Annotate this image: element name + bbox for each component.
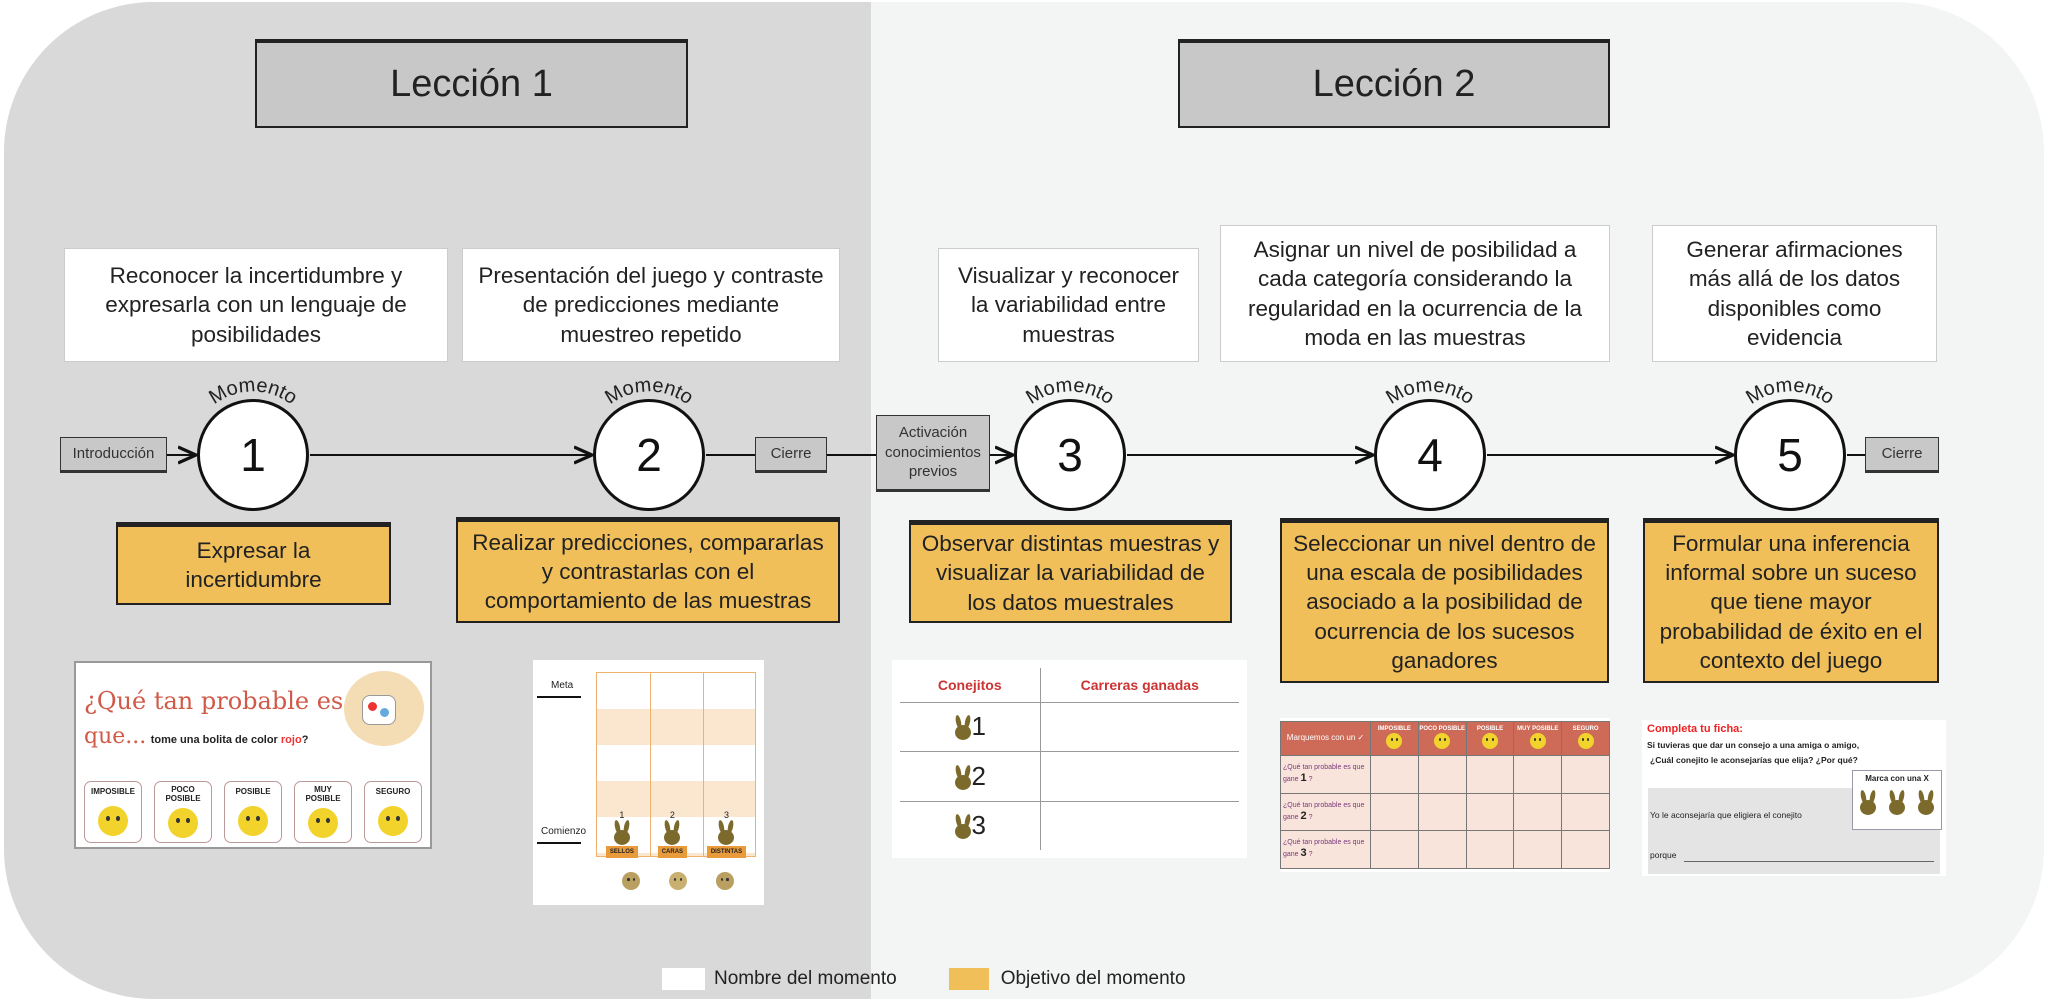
bunny-icon [954, 764, 972, 791]
moment-5-circle: 5 [1734, 399, 1846, 511]
face-icon [98, 805, 128, 836]
wins-cell[interactable] [1040, 801, 1239, 850]
moment-3-objective: Observar distintas muestras y visualizar… [909, 520, 1232, 623]
face-icon [238, 805, 268, 836]
face-icon [168, 807, 198, 838]
meta-label: Meta [551, 680, 574, 691]
column-sellos: SELLOS [605, 846, 638, 858]
bunny-3-icon [1917, 789, 1935, 816]
face-icon [1481, 732, 1498, 749]
face-icon [1529, 732, 1546, 749]
step-cierre-lesson-1: Cierre [755, 437, 827, 473]
table-row: ¿Qué tan probable es que gane 1 ? [1280, 755, 1610, 794]
comienzo-arrow-icon [537, 842, 581, 844]
face-icon [1386, 732, 1403, 749]
thumb1-title-2: que... [84, 724, 147, 749]
moment-1-activity-image: ¿Qué tan probable es que... tome una bol… [74, 661, 432, 849]
scale-seguro: SEGURO [364, 781, 422, 843]
moment-4-name: Asignar un nivel de posibilidad a cada c… [1220, 225, 1610, 362]
row-bunny-3: 3 [900, 801, 1041, 850]
moment-1-objective: Expresar la incertidumbre [116, 522, 391, 605]
because-text: porque [1650, 850, 1677, 860]
wins-cell[interactable] [1040, 752, 1239, 802]
thumb1-title: ¿Qué tan probable es [84, 687, 344, 715]
girl-illustration [344, 671, 424, 746]
scale-imposible: IMPOSIBLE [84, 781, 142, 843]
moment-5-worksheet: Completa tu ficha: Si tuvieras que dar u… [1642, 720, 1946, 876]
legend-name-label: Nombre del momento [714, 968, 897, 989]
bunny-icon [663, 819, 681, 846]
row-bunny-2: 2 [900, 751, 1041, 802]
worksheet-line-1: Si tuvieras que dar un consejo a una ami… [1647, 740, 1860, 750]
column-distintas: DISTINTAS [706, 846, 747, 858]
step-cierre-lesson-2: Cierre [1865, 437, 1939, 473]
worksheet-line-2: ¿Cuál conejito le aconsejarías que elija… [1650, 755, 1858, 765]
wins-cell[interactable] [1040, 702, 1239, 752]
moment-1-name: Reconocer la incertidumbre y expresarla … [64, 248, 448, 362]
thumb1-question-red: rojo [280, 734, 302, 746]
table-row: ¿Qué tan probable es que gane 3 ? [1280, 830, 1610, 869]
bunny-1-icon [1859, 789, 1877, 816]
column-caras: CARAS [657, 846, 688, 858]
row-bunny-1: 1 [900, 702, 1041, 752]
scale-posible: POSIBLE [224, 781, 282, 843]
step-activacion-conocimientos-previos: Activación conocimientos previos [876, 415, 990, 492]
coin-icon [622, 872, 641, 890]
face-icon [308, 807, 338, 838]
bunny-icon [954, 715, 972, 741]
moment-5-name: Generar afirmaciones más allá de los dat… [1652, 225, 1937, 362]
scale-poco-posible: POCO POSIBLE [154, 781, 212, 843]
bunny-2-icon [1888, 789, 1906, 816]
moment-3-name: Visualizar y reconocer la variabilidad e… [938, 248, 1199, 362]
legend-objective-label: Objetivo del momento [1000, 968, 1186, 989]
corner-header: Marquemos con un ✓ [1280, 721, 1371, 756]
header-conejitos: Conejitos [900, 668, 1041, 702]
legend-swatch-objective [948, 968, 989, 990]
comienzo-label: Comienzo [541, 826, 587, 837]
bunny-icon [954, 814, 972, 840]
legend-swatch-name [662, 968, 705, 990]
moment-4-scale-table: Marquemos con un ✓ IMPOSIBLE POCO POSIBL… [1280, 718, 1610, 872]
face-icon [378, 805, 408, 836]
face-icon [1577, 732, 1594, 749]
bunny-icon [717, 819, 735, 846]
lesson-2-header: Lección 2 [1178, 39, 1610, 128]
thumb1-question: tome una bolita de color [150, 734, 281, 746]
moment-2-name: Presentación del juego y contraste de pr… [462, 248, 840, 362]
moment-2-objective: Realizar predicciones, compararlas y con… [456, 517, 840, 623]
ball-bag-icon [362, 695, 396, 725]
meta-arrow-icon [537, 696, 581, 698]
legend: Nombre del momento Objetivo del momento [662, 968, 1186, 990]
coin-icon [715, 872, 734, 890]
possibility-scale: IMPOSIBLE POCO POSIBLE POSIBLE MUY POSIB… [84, 781, 422, 843]
step-introduccion: Introducción [60, 437, 167, 473]
moment-2-circle: 2 [593, 399, 705, 511]
choice-box[interactable]: Marca con una X [1852, 770, 1942, 830]
header-carreras-ganadas: Carreras ganadas [1080, 676, 1199, 693]
moment-3-circle: 3 [1014, 399, 1126, 511]
worksheet-title: Completa tu ficha: [1647, 723, 1743, 735]
moment-5-objective: Formular una inferencia informal sobre u… [1643, 518, 1939, 683]
answer-line[interactable] [1684, 861, 1934, 862]
moment-4-objective: Seleccionar un nivel dentro de una escal… [1280, 518, 1609, 683]
scale-muy-posible: MUY POSIBLE [294, 781, 352, 843]
moment-1-circle: 1 [197, 399, 309, 511]
moment-3-results-table: Conejitos Carreras ganadas 1 2 3 [892, 660, 1247, 858]
coin-icon [668, 872, 687, 890]
bunny-icon [613, 819, 631, 846]
coins [608, 872, 748, 890]
table-row: ¿Qué tan probable es que gane 2 ? [1280, 792, 1610, 832]
face-icon [1434, 732, 1451, 749]
answer-text: Yo le aconsejaría que eligiera el coneji… [1650, 810, 1802, 820]
lesson-1-header: Lección 1 [255, 39, 688, 128]
thumb1-question-mark: ? [301, 734, 309, 746]
mark-label: Marca con una X [1865, 774, 1929, 783]
moment-4-circle: 4 [1374, 399, 1486, 511]
